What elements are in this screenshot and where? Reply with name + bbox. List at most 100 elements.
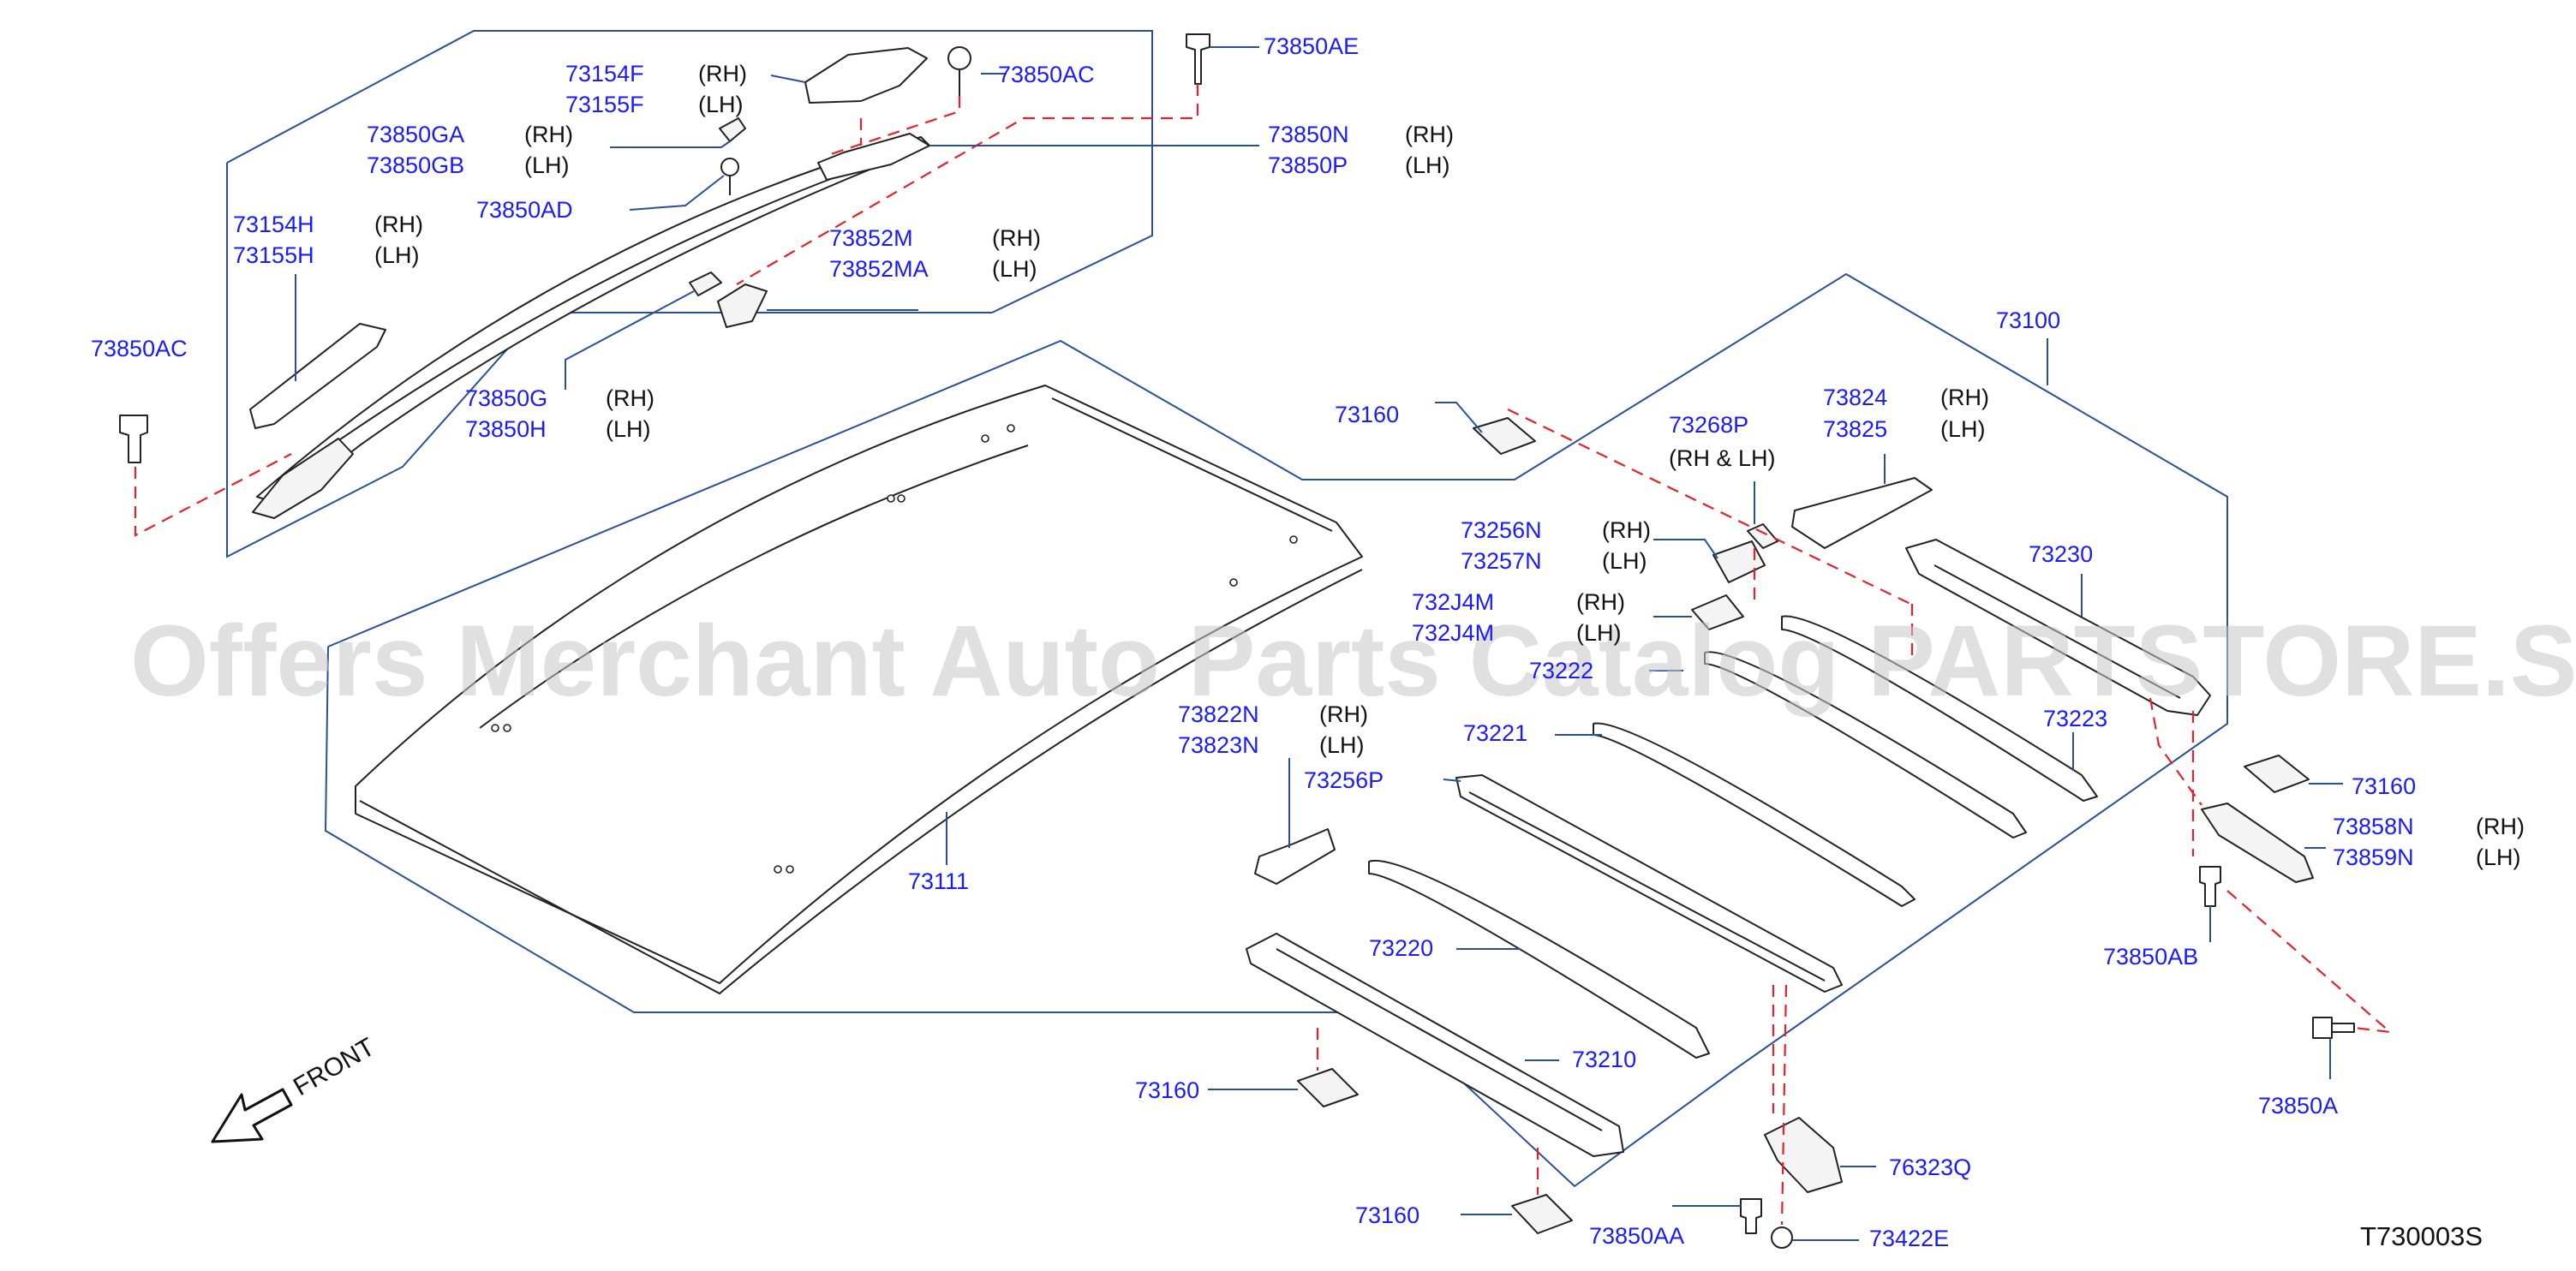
front-roof-rail-73210[interactable] xyxy=(1246,933,1624,1157)
label-part[interactable]: 73256N xyxy=(1461,517,1542,543)
roof-bow-73221[interactable] xyxy=(1455,774,1843,993)
label-part[interactable]: 73257N xyxy=(1461,548,1542,574)
label-part[interactable]: 73850AD xyxy=(476,197,573,223)
front-arrow-icon xyxy=(211,1088,293,1143)
label-part[interactable]: 73850AA xyxy=(1589,1223,1684,1249)
label-part[interactable]: 73256P xyxy=(1304,767,1384,793)
label-side: (RH) xyxy=(1576,589,1625,615)
label-part[interactable]: 73223 xyxy=(2043,706,2107,731)
bolt-73850A[interactable] xyxy=(2312,1017,2355,1039)
label-side: (LH) xyxy=(1940,416,1986,442)
leader-73850GA xyxy=(610,140,731,148)
rail-front-end-cover[interactable] xyxy=(252,438,354,519)
label-part[interactable]: 73822N xyxy=(1178,701,1259,727)
label-part[interactable]: 73858N xyxy=(2333,814,2414,839)
clip-73850GA[interactable] xyxy=(719,117,746,142)
label-side: (LH) xyxy=(374,242,420,268)
patch-73160-b[interactable] xyxy=(2244,755,2310,793)
label-part[interactable]: 73111 xyxy=(908,868,969,894)
label-side: (LH) xyxy=(1576,620,1622,646)
roof-bow-73222[interactable] xyxy=(1593,722,1916,907)
front-label: FRONT xyxy=(289,1033,380,1101)
gusset-732J4M[interactable] xyxy=(1691,594,1744,630)
roof-bow-73220[interactable] xyxy=(1368,859,1710,1059)
bracket-76323Q[interactable] xyxy=(1764,1117,1843,1193)
roof-bow-upper[interactable] xyxy=(1781,615,2098,802)
label-part[interactable]: 73850A xyxy=(2258,1093,2338,1119)
label-part[interactable]: 73859N xyxy=(2333,844,2414,870)
label-part[interactable]: 73825 xyxy=(1823,416,1887,442)
clip-73268P[interactable] xyxy=(1747,523,1778,549)
roof-bow-73223[interactable] xyxy=(1704,651,2027,838)
label-part[interactable]: 73852M xyxy=(829,225,913,251)
bolt-73850AD[interactable] xyxy=(720,158,739,176)
label-part[interactable]: 73210 xyxy=(1572,1047,1636,1072)
label-part[interactable]: 73850GB xyxy=(367,152,464,178)
gusset-73822N[interactable] xyxy=(1254,828,1336,885)
patch-73160-c[interactable] xyxy=(1297,1068,1359,1107)
label-part[interactable]: 73155F xyxy=(565,92,644,117)
label-part[interactable]: 73222 xyxy=(1529,658,1593,683)
label-part[interactable]: 73154H xyxy=(233,212,314,237)
label-part[interactable]: 73850P xyxy=(1268,152,1348,178)
bolt-73850AC-top-head[interactable] xyxy=(947,46,971,70)
label-part[interactable]: 73155H xyxy=(233,242,314,268)
label-part[interactable]: 73160 xyxy=(2352,773,2416,799)
dash-rail-4 xyxy=(134,453,292,537)
label-part[interactable]: 73160 xyxy=(1355,1202,1419,1228)
bracket-73824[interactable] xyxy=(1791,477,1933,549)
bolt-73850AC-left[interactable] xyxy=(119,415,148,463)
label-part[interactable]: 73823N xyxy=(1178,732,1259,758)
label-side: (LH) xyxy=(1319,732,1365,758)
roof-panel-hole-2 xyxy=(1007,424,1015,433)
rail-cover-front[interactable] xyxy=(249,323,386,429)
roof-panel[interactable] xyxy=(355,385,1363,984)
bracket-73858N[interactable] xyxy=(2201,803,2314,883)
label-part[interactable]: 73850GA xyxy=(367,122,464,147)
label-part[interactable]: 73221 xyxy=(1463,720,1527,746)
bolt-73850AE[interactable] xyxy=(1186,33,1210,85)
roof-rail[interactable] xyxy=(256,136,930,506)
label-part[interactable]: 73850AE xyxy=(1264,33,1359,59)
diagram-code: T730003S xyxy=(2360,1221,2483,1251)
leader-73256N xyxy=(1653,539,1718,559)
label-part[interactable]: 73154F xyxy=(565,61,644,87)
bracket-73852M[interactable] xyxy=(717,283,768,328)
patch-73160-d[interactable] xyxy=(1511,1194,1573,1234)
label-part[interactable]: 73824 xyxy=(1823,385,1887,410)
label-part[interactable]: 73422E xyxy=(1869,1226,1949,1251)
roof-panel-hole-1 xyxy=(981,434,989,443)
label-part[interactable]: 73268P xyxy=(1669,412,1748,438)
label-part[interactable]: 732J4M xyxy=(1412,620,1494,646)
label-part[interactable]: 76323Q xyxy=(1889,1155,1971,1180)
label-part[interactable]: 73852MA xyxy=(829,256,929,282)
roof-panel-hole-10 xyxy=(1289,535,1298,544)
label-side: (RH) xyxy=(698,61,747,87)
bolt-73850AA[interactable] xyxy=(1740,1198,1762,1234)
label-part[interactable]: 73850AC xyxy=(91,336,188,361)
nut-73422E[interactable] xyxy=(1771,1226,1793,1249)
label-part[interactable]: 73220 xyxy=(1369,935,1433,961)
roof-panel-front-edge xyxy=(359,569,1363,995)
label-side: (RH) xyxy=(1940,385,1989,410)
label-part[interactable]: 73850AB xyxy=(2103,944,2198,970)
label-part[interactable]: 73160 xyxy=(1135,1077,1199,1103)
label-part[interactable]: 732J4M xyxy=(1412,589,1494,615)
clip-73850G-small[interactable] xyxy=(689,272,722,296)
rail-cover-rear[interactable] xyxy=(804,47,928,104)
label-side: (RH) xyxy=(524,122,573,147)
label-part[interactable]: 73850G xyxy=(465,385,547,411)
label-part[interactable]: 73850N xyxy=(1268,122,1349,147)
label-part[interactable]: 73230 xyxy=(2029,541,2093,567)
gusset-73256N[interactable] xyxy=(1712,540,1766,583)
front-arrow: FRONT xyxy=(211,1033,380,1143)
label-part[interactable]: 73160 xyxy=(1335,402,1399,427)
label-part[interactable]: 73100 xyxy=(1996,307,2060,333)
label-part[interactable]: 73850AC xyxy=(998,62,1095,87)
patch-73160-a[interactable] xyxy=(1473,417,1536,455)
rear-roof-rail-73230[interactable] xyxy=(1905,539,2211,716)
leader-73160-a xyxy=(1435,402,1483,433)
label-part[interactable]: 73850H xyxy=(465,416,547,442)
bolt-73850AB[interactable] xyxy=(2199,866,2221,907)
dash-body-2 xyxy=(2149,697,2202,806)
